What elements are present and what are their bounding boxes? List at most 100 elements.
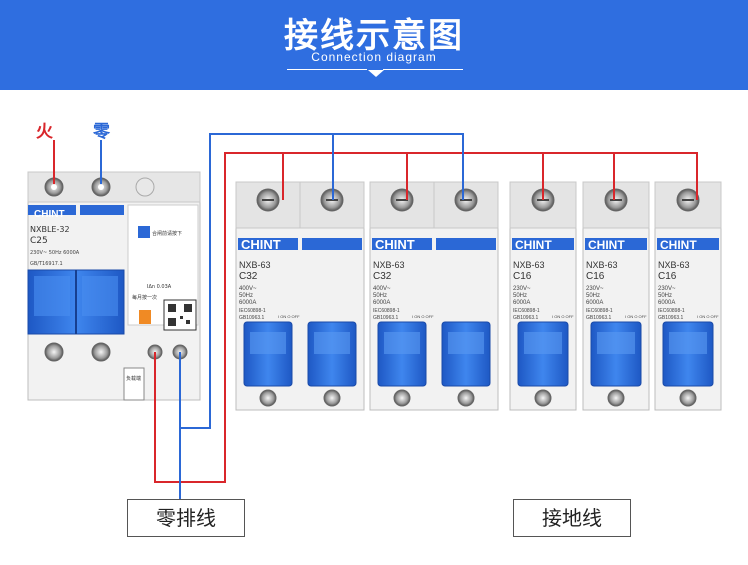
- breaker-specs: 230V~: [513, 286, 531, 292]
- breaker-specs: 6000A: [586, 300, 603, 306]
- rcbo-load-label: 负载端: [126, 375, 141, 382]
- handle-highlight: [597, 332, 635, 354]
- on-off-marking: I ON O OFF: [697, 314, 719, 319]
- screw-icon: [135, 177, 155, 197]
- screw-icon: [679, 389, 697, 407]
- screw-icon: [607, 389, 625, 407]
- screw-icon: [457, 389, 475, 407]
- breaker-specs: 50Hz: [513, 293, 527, 299]
- breaker-specs: 50Hz: [586, 293, 600, 299]
- rcbo-standard: GB/T16917.1: [30, 261, 63, 267]
- rcbo-monthly-note: 每月按一次: [132, 294, 157, 301]
- screw-icon: [323, 389, 341, 407]
- ground-bar-label: 接地线: [513, 499, 631, 537]
- handle-highlight: [314, 332, 350, 354]
- pointer-icon: [368, 70, 384, 77]
- breaker-standard: IEC60898-1: [239, 308, 266, 314]
- breaker-standard: IEC60898-1: [513, 308, 540, 314]
- rcbo-rating: C25: [30, 236, 48, 246]
- breaker-brand: CHINT: [588, 238, 625, 252]
- breaker-model: NXB-63: [239, 260, 271, 270]
- handle-highlight: [384, 332, 420, 354]
- breaker-group: CHINTNXB-63C32400V~50Hz6000AIEC60898-1GB…: [235, 181, 722, 411]
- breaker-brand: CHINT: [660, 238, 697, 252]
- breaker-specs: 230V~: [658, 286, 676, 292]
- breaker-brand: CHINT: [515, 238, 552, 252]
- screw-icon: [259, 389, 277, 407]
- breaker-standard: GB10963.1: [513, 315, 539, 321]
- breaker-brand: CHINT: [375, 237, 415, 252]
- on-off-marking: I ON O OFF: [412, 314, 434, 319]
- rcbo-breaker: [27, 171, 201, 401]
- rcbo-brand: CHINT: [34, 209, 65, 220]
- breaker-rating: C16: [513, 271, 532, 282]
- breaker-model: NXB-63: [586, 260, 618, 270]
- handle-highlight: [524, 332, 562, 354]
- handle-highlight: [250, 332, 286, 354]
- breaker-standard: GB10963.1: [658, 315, 684, 321]
- breaker-specs: 6000A: [373, 300, 390, 306]
- neutral-label: 零: [93, 122, 110, 142]
- breaker-model: NXB-63: [513, 260, 545, 270]
- rcbo-model: NXBLE-32: [30, 225, 70, 234]
- breaker-standard: IEC60898-1: [373, 308, 400, 314]
- test-button: [138, 226, 150, 238]
- breaker-specs: 400V~: [373, 286, 391, 292]
- test-button-orange: [139, 310, 151, 324]
- breaker-model: NXB-63: [658, 260, 690, 270]
- label-strip: [512, 238, 574, 250]
- breaker-rating: C16: [586, 271, 605, 282]
- label-strip: [372, 238, 432, 250]
- rcbo-leakage-spec: IΔn 0.03A: [147, 284, 172, 290]
- breaker-brand: CHINT: [241, 237, 281, 252]
- breaker-specs: 6000A: [239, 300, 256, 306]
- page-title: 接线示意图: [284, 16, 464, 56]
- breaker-specs: 50Hz: [239, 293, 253, 299]
- neutral-bar-label: 零排线: [127, 499, 245, 537]
- label-strip: [302, 238, 362, 250]
- breaker-rating: C16: [658, 271, 677, 282]
- breaker-model: NXB-63: [373, 260, 405, 270]
- breaker-standard: IEC60898-1: [658, 308, 685, 314]
- breaker-specs: 6000A: [513, 300, 530, 306]
- divider: [287, 69, 367, 70]
- breaker-specs: 50Hz: [373, 293, 387, 299]
- neutral-bus-wire: [179, 133, 464, 429]
- breaker-standard: GB10963.1: [373, 315, 399, 321]
- breaker-standard: GB10963.1: [586, 315, 612, 321]
- label-strip: [436, 238, 496, 250]
- divider: [383, 69, 463, 70]
- label-strip: [238, 238, 298, 250]
- on-off-marking: I ON O OFF: [625, 314, 647, 319]
- handle-highlight: [669, 332, 707, 354]
- on-off-marking: I ON O OFF: [278, 314, 300, 319]
- page-subtitle: Connection diagram: [311, 50, 437, 64]
- label-strip: [585, 238, 647, 250]
- breaker-specs: 230V~: [586, 286, 604, 292]
- rcbo-test-note: 合闸前请按下: [152, 230, 182, 237]
- on-off-marking: I ON O OFF: [552, 314, 574, 319]
- screw-icon: [393, 389, 411, 407]
- rcbo-specs: 230V~ 50Hz 6000A: [30, 250, 80, 256]
- breaker-standard: GB10963.1: [239, 315, 265, 321]
- handle-highlight: [448, 332, 484, 354]
- label-strip: [657, 238, 719, 250]
- screw-icon: [534, 389, 552, 407]
- breaker-specs: 400V~: [239, 286, 257, 292]
- breaker-specs: 6000A: [658, 300, 675, 306]
- live-bus-wire: [154, 152, 698, 483]
- breaker-rating: C32: [239, 271, 258, 282]
- live-label: 火: [36, 122, 53, 142]
- header-banner: 接线示意图 Connection diagram: [0, 0, 748, 90]
- breaker-specs: 50Hz: [658, 293, 672, 299]
- breaker-rating: C32: [373, 271, 392, 282]
- breaker-standard: IEC60898-1: [586, 308, 613, 314]
- screw-icon: [44, 342, 64, 362]
- screw-icon: [91, 342, 111, 362]
